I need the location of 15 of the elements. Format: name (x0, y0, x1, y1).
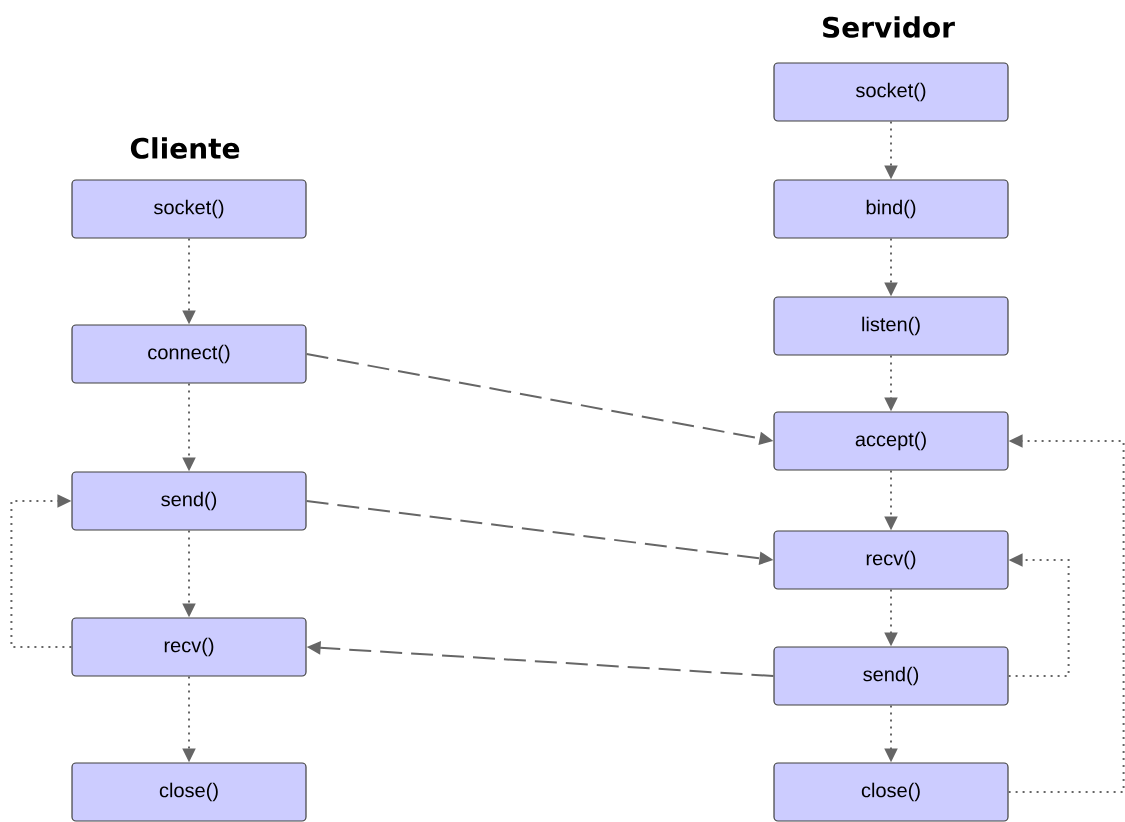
process-box: connect() (71, 324, 307, 384)
process-box: socket() (71, 179, 307, 239)
process-box: close() (71, 762, 307, 822)
process-box: send() (773, 646, 1009, 706)
process-box: close() (773, 762, 1009, 822)
process-box: recv() (773, 530, 1009, 590)
process-box: accept() (773, 411, 1009, 471)
arrow (1007, 434, 1125, 793)
process-box: socket() (773, 62, 1009, 122)
process-box: bind() (773, 179, 1009, 239)
arrow (1007, 553, 1070, 677)
process-box: send() (71, 471, 307, 531)
arrow (10, 494, 73, 648)
process-box: listen() (773, 296, 1009, 356)
process-box: recv() (71, 617, 307, 677)
